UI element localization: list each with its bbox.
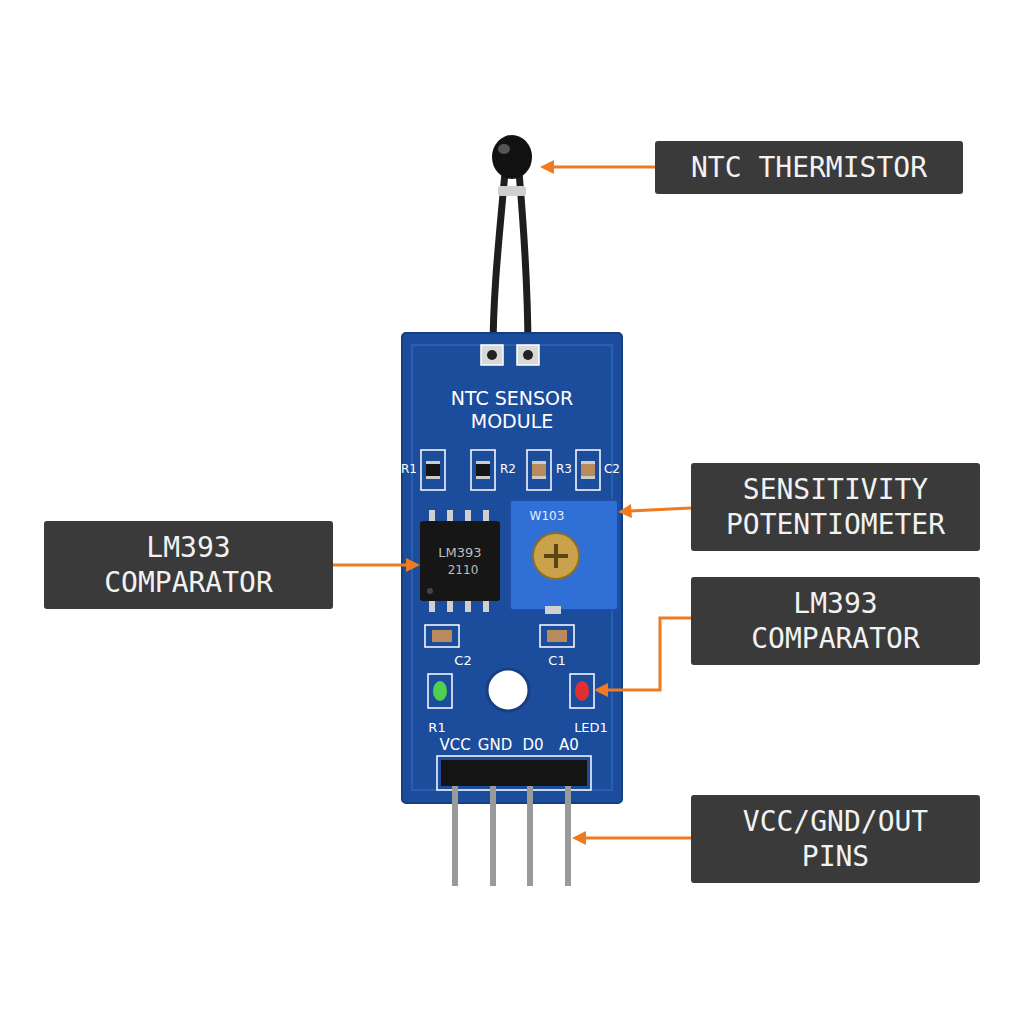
silkscreen-label: R1: [428, 721, 445, 735]
callout-text: SENSITIVITY POTENTIOMETER: [716, 472, 956, 542]
callout-box: LM393 COMPARATOR: [44, 521, 333, 609]
pin-label: GND: [478, 737, 512, 754]
silkscreen-label: C2: [454, 654, 471, 668]
silkscreen-label: LED1: [574, 721, 608, 735]
silkscreen-label: R1: [401, 463, 417, 476]
callout-text: NTC THERMISTOR: [691, 150, 927, 185]
callout-text: VCC/GND/OUT PINS: [716, 804, 956, 874]
silkscreen-label: R2: [500, 463, 516, 476]
callout-box: VCC/GND/OUT PINS: [691, 795, 980, 883]
callout-box: LM393 COMPARATOR: [691, 577, 980, 665]
pot-marking: W103: [530, 510, 565, 523]
callout-box: SENSITIVITY POTENTIOMETER: [691, 463, 980, 551]
silkscreen-label: C1: [548, 654, 565, 668]
pin-label: D0: [522, 737, 543, 754]
pin-label: VCC: [439, 737, 470, 754]
pin-label: A0: [559, 737, 579, 754]
callout-box: NTC THERMISTOR: [655, 141, 963, 194]
chip-marking: 2110: [448, 564, 479, 577]
chip-marking: LM393: [438, 546, 481, 560]
module-title: NTC SENSOR MODULE: [437, 387, 587, 433]
callout-text: LM393 COMPARATOR: [69, 530, 309, 600]
callout-text: LM393 COMPARATOR: [716, 586, 956, 656]
silkscreen-label: R3: [556, 463, 572, 476]
silkscreen-label: C2: [604, 463, 620, 476]
